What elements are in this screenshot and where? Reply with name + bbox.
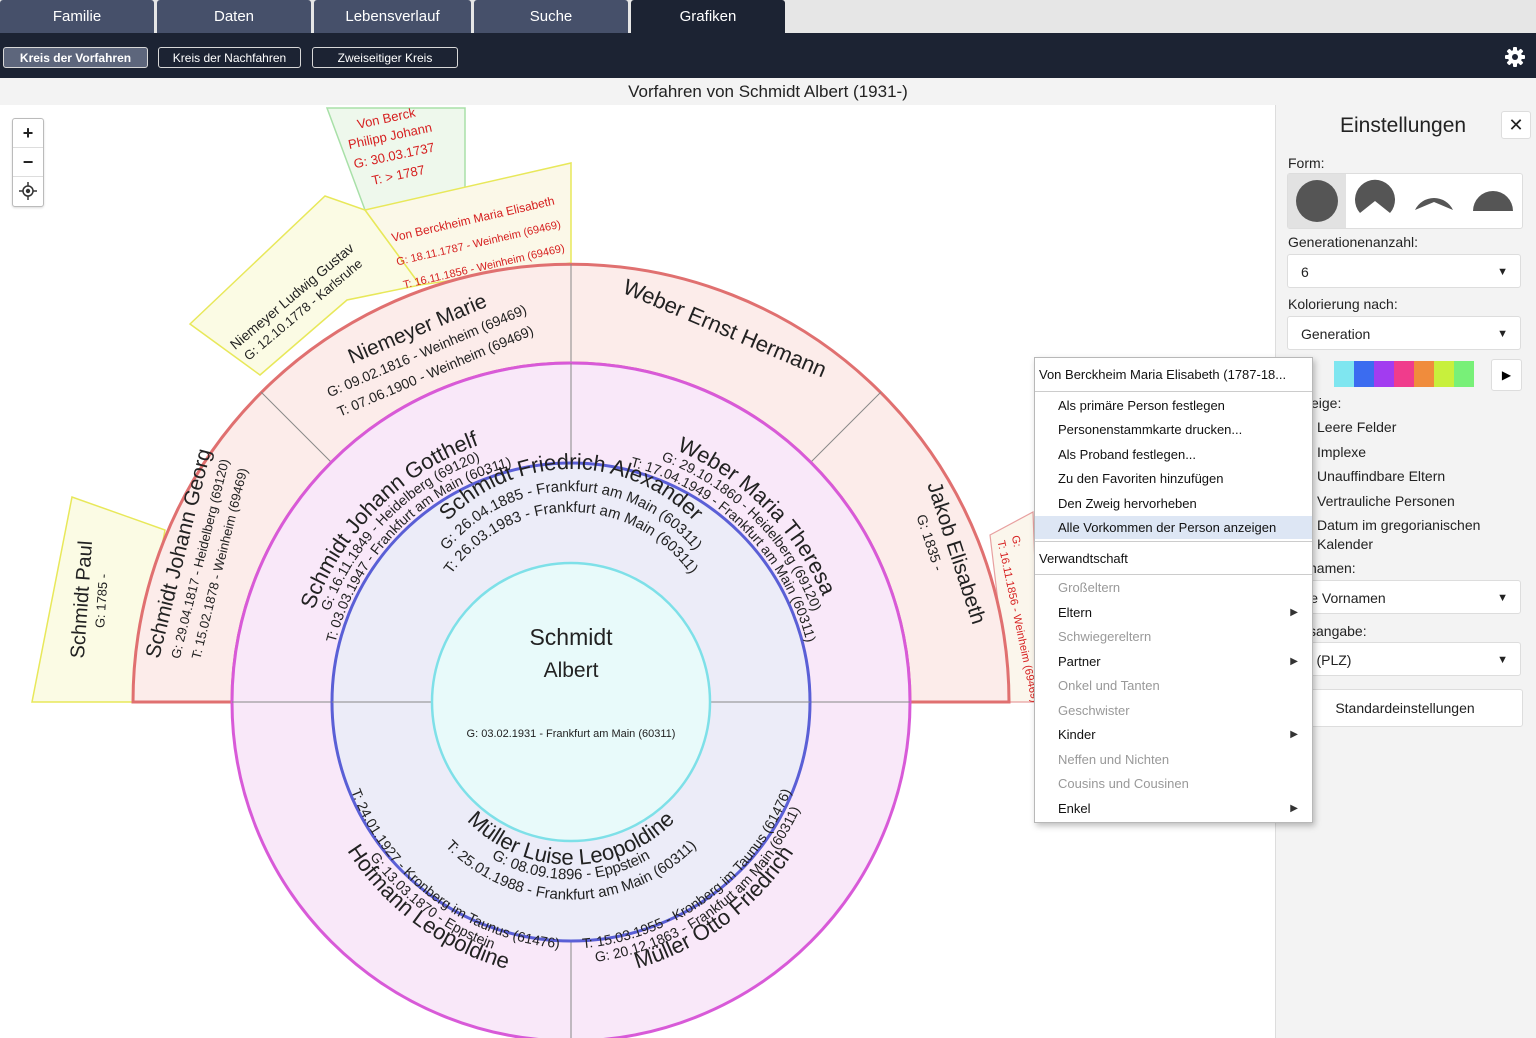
two-sided-circle-button[interactable]: Zweiseitiger Kreis (312, 47, 458, 68)
palette-swatch-7[interactable] (1454, 361, 1474, 387)
highlight-branch-item[interactable]: Den Zweig hervorheben (1058, 496, 1197, 511)
relation-grandparents: Großeltern (1058, 580, 1121, 595)
relation-cousins: Cousins und Cousinen (1058, 776, 1189, 791)
palette-swatch-5[interactable] (1414, 361, 1434, 387)
person-context-menu: Von Berckheim Maria Elisabeth (1787-18..… (1034, 357, 1313, 823)
relation-uncles-aunts: Onkel und Tanten (1058, 678, 1160, 693)
empty-fields-option[interactable]: Leere Felder (1317, 419, 1397, 435)
place-label: sangabe: (1309, 623, 1367, 639)
palette-swatch-4[interactable] (1394, 361, 1414, 387)
context-menu-header: Von Berckheim Maria Elisabeth (1787-18..… (1035, 358, 1312, 392)
chevron-down-icon: ▼ (1497, 592, 1508, 604)
names-value: lle Vornamen (1304, 590, 1386, 606)
proband-given-name: Albert (544, 659, 599, 682)
display-label: eige: (1311, 395, 1342, 411)
submenu-arrow-icon: ▶ (1290, 729, 1298, 740)
gen4-name-3: G: (1009, 534, 1023, 548)
tab-suche[interactable]: Suche (474, 0, 628, 33)
unfindable-parents-option[interactable]: Unauffindbare Eltern (1317, 468, 1446, 484)
tab-familie[interactable]: Familie (0, 0, 154, 33)
gregorian-date-option-line2: Kalender (1317, 536, 1374, 552)
next-palette-button[interactable]: ▶ (1491, 359, 1522, 391)
submenu-arrow-icon: ▶ (1290, 803, 1298, 814)
relation-children[interactable]: Kinder ▶ (1035, 723, 1312, 746)
palette-swatch-6[interactable] (1434, 361, 1454, 387)
coloring-label: Kolorierung nach: (1288, 296, 1398, 312)
implex-option[interactable]: Implexe (1317, 444, 1367, 460)
relation-nephews-nieces: Neffen und Nichten (1058, 752, 1170, 767)
zoom-in-button[interactable]: + (13, 119, 43, 148)
half-circle-shape-option[interactable] (1464, 174, 1522, 228)
coloring-select[interactable]: Generation ▼ (1287, 316, 1521, 350)
proband-birth: G: 03.02.1931 - Frankfurt am Main (60311… (467, 728, 676, 740)
generations-label: Generationenanzahl: (1288, 234, 1418, 250)
tab-grafiken[interactable]: Grafiken (631, 0, 785, 33)
add-to-favorites-item[interactable]: Zu den Favoriten hinzufügen (1058, 471, 1224, 486)
fan-chart-area[interactable]: Schmidt Albert G: 03.02.1931 - Frankfurt… (0, 105, 1275, 1038)
generations-select[interactable]: 6▼ (1287, 254, 1521, 288)
place-value: rt (PLZ) (1304, 652, 1352, 668)
names-label: namen: (1309, 560, 1356, 576)
set-primary-person-item[interactable]: Als primäre Person festlegen (1058, 398, 1225, 413)
ancestor-fan-chart[interactable]: Schmidt Albert G: 03.02.1931 - Frankfurt… (0, 105, 1275, 1038)
descendant-circle-button[interactable]: Kreis der Nachfahren (158, 47, 301, 68)
submenu-arrow-icon: ▶ (1290, 656, 1298, 667)
relation-parents[interactable]: Eltern ▶ (1035, 601, 1312, 624)
form-label: Form: (1288, 155, 1325, 171)
palette-swatch-1[interactable] (1334, 361, 1354, 387)
proband-surname: Schmidt (529, 624, 613, 650)
relation-parents-label: Eltern (1058, 605, 1092, 620)
shape-selector (1287, 173, 1523, 229)
zoom-out-button[interactable]: − (13, 148, 43, 177)
coloring-value: Generation (1301, 326, 1371, 342)
ancestor-sector-gen4-schmidt-paul[interactable] (31, 496, 166, 703)
two-thirds-shape-option[interactable] (1405, 174, 1463, 228)
full-circle-shape-option[interactable] (1288, 174, 1346, 228)
chevron-down-icon: ▼ (1497, 654, 1508, 666)
confidential-persons-option[interactable]: Vertrauliche Personen (1317, 493, 1455, 509)
place-select[interactable]: rt (PLZ) ▼ (1287, 642, 1521, 676)
recenter-icon[interactable] (13, 177, 43, 205)
relation-partner[interactable]: Partner ▶ (1035, 650, 1312, 673)
gen4-birth-0: G: 1785 - (92, 573, 111, 628)
chevron-down-icon: ▼ (1497, 328, 1508, 340)
zoom-controls: + − (12, 118, 44, 207)
default-settings-button[interactable]: Standardeinstellungen (1287, 689, 1523, 727)
chevron-down-icon: ▼ (1497, 266, 1508, 278)
page-title: Vorfahren von Schmidt Albert (1931-) (0, 78, 1536, 106)
show-all-occurrences-item[interactable]: Alle Vorkommen der Person anzeigen (1035, 516, 1312, 539)
set-proband-item[interactable]: Als Proband festlegen... (1058, 447, 1197, 462)
ancestor-circle-button[interactable]: Kreis der Vorfahren (3, 47, 148, 68)
relation-children-label: Kinder (1058, 727, 1096, 742)
close-settings-button[interactable]: ✕ (1501, 111, 1531, 139)
settings-title: Einstellungen (1340, 114, 1467, 137)
relation-siblings: Geschwister (1058, 703, 1130, 718)
three-quarter-shape-option[interactable] (1346, 174, 1404, 228)
gear-icon[interactable] (1504, 46, 1526, 68)
relation-grandchildren-label: Enkel (1058, 801, 1091, 816)
names-select[interactable]: lle Vornamen ▼ (1287, 580, 1521, 614)
palette-swatch-3[interactable] (1374, 361, 1394, 387)
relation-parents-in-law: Schwiegereltern (1058, 629, 1152, 644)
palette-swatch-2[interactable] (1354, 361, 1374, 387)
relation-partner-label: Partner (1058, 654, 1101, 669)
relationship-section: Verwandtschaft (1035, 541, 1312, 575)
generations-value: 6 (1301, 264, 1309, 280)
tab-lebensverlauf[interactable]: Lebensverlauf (314, 0, 471, 33)
print-person-card-item[interactable]: Personenstammkarte drucken... (1058, 422, 1243, 437)
proband-circle[interactable] (430, 561, 712, 843)
tab-daten[interactable]: Daten (157, 0, 311, 33)
gregorian-date-option[interactable]: Datum im gregorianischen (1317, 517, 1481, 533)
relation-grandchildren[interactable]: Enkel ▶ (1035, 797, 1312, 820)
submenu-arrow-icon: ▶ (1290, 607, 1298, 618)
